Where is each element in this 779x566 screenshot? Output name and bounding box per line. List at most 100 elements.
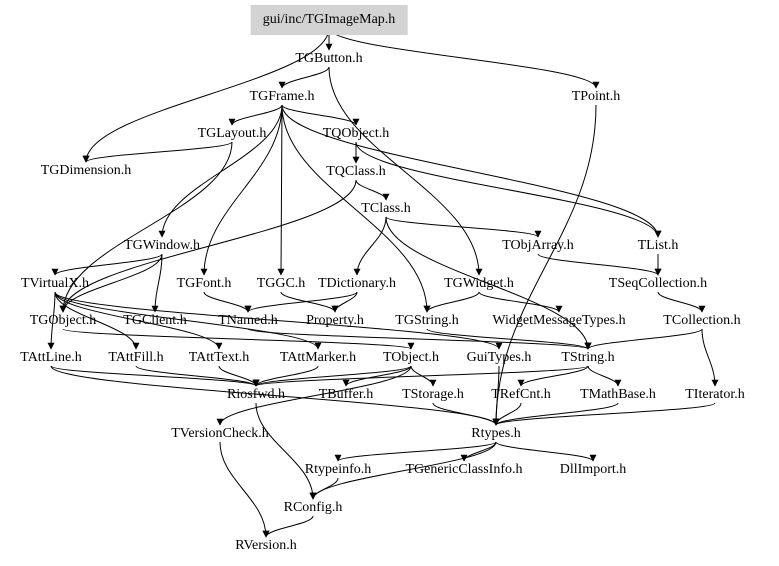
edge-TClass-to-TDictionary [353,216,387,276]
node-TGFrame[interactable]: TGFrame.h [249,89,315,104]
node-TBuffer[interactable]: TBuffer.h [318,387,374,402]
node-TVersionCheck[interactable]: TVersionCheck.h [171,426,269,441]
node-TList[interactable]: TList.h [637,238,679,253]
edge-TVirtualX-to-GuiTypes [54,291,503,350]
node-DllImport[interactable]: DllImport.h [559,462,627,477]
node-TQClass[interactable]: TQClass.h [326,164,386,179]
edge-TGObject-to-TObject [62,328,415,350]
edge-TQObject-to-TList [355,141,662,238]
node-TVirtualX[interactable]: TVirtualX.h [21,276,89,291]
edge-TVirtualX-to-TAttMarker [54,291,322,350]
edge-TGFont-to-TNamed [203,291,252,313]
edge-TGButton-to-TGWidget [328,66,483,276]
node-TQObject[interactable]: TQObject.h [322,126,390,141]
edge-TGWindow-to-TVirtualX [51,253,163,276]
node-TAttFill[interactable]: TAttFill.h [108,350,164,365]
edge-TCollection-to-TIterator [701,328,719,387]
node-TGWindow[interactable]: TGWindow.h [124,238,200,253]
node-TClass[interactable]: TClass.h [361,201,411,216]
node-TCollection[interactable]: TCollection.h [663,313,741,328]
edge-TObject-to-TVersionCheck [216,365,412,426]
node-Riosfwd[interactable]: Riosfwd.h [227,387,285,402]
edge-TGFrame-to-TGWindow [158,104,283,238]
edge-TGFrame-to-TQObject [281,104,360,126]
node-TString[interactable]: TString.h [561,350,615,365]
edge-TGFrame-to-TGGC [277,104,285,276]
edge-TGFrame-to-TList [281,104,662,238]
edge-TQClass-to-TGObject [59,179,357,313]
node-TGGC[interactable]: TGGC.h [256,276,306,291]
edge-TDictionary-to-TNamed [244,291,358,313]
node-TGDimension[interactable]: TGDimension.h [40,163,132,178]
node-TGenericClassInfo[interactable]: TGenericClassInfo.h [405,462,523,477]
node-TObject[interactable]: TObject.h [382,350,440,365]
edge-TObject-to-TBuffer [342,365,412,387]
edge-TString-to-TMathBase [587,365,622,387]
edge-RConfig-to-RVersion [262,515,314,538]
node-TGLayout[interactable]: TGLayout.h [197,126,267,141]
node-TSeqCollection[interactable]: TSeqCollection.h [608,276,708,291]
edge-TGWidget-to-TGString [423,291,480,313]
node-TGWidget[interactable]: TGWidget.h [444,276,514,291]
edge-TVirtualX-to-TAttLine [47,291,56,350]
edge-TStorage-to-Rtypes [432,402,500,426]
node-TAttLine[interactable]: TAttLine.h [20,350,82,365]
node-TRefCnt[interactable]: TRefCnt.h [491,387,551,402]
edge-TAttLine-to-Riosfwd [50,365,260,387]
node-TPoint[interactable]: TPoint.h [571,89,621,104]
node-TNamed[interactable]: TNamed.h [218,313,278,328]
node-TAttText[interactable]: TAttText.h [188,350,250,365]
edge-TString-to-Riosfwd [252,365,589,387]
node-TObjArray[interactable]: TObjArray.h [502,238,574,253]
node-GuiTypes[interactable]: GuiTypes.h [466,350,532,365]
node-TGButton[interactable]: TGButton.h [295,51,363,66]
edge-TGFrame-to-TGFont [200,104,283,276]
node-Rtypes[interactable]: Rtypes.h [471,426,521,441]
edge-TCollection-to-TString [584,328,703,350]
edge-TIterator-to-Rtypes [492,402,716,426]
node-Rtypeinfo[interactable]: Rtypeinfo.h [304,462,372,477]
edge-TGString-to-TString [426,328,592,350]
edge-TObjArray-to-TSeqCollection [537,253,662,276]
edge-TGWidget-to-WidgetMessageTypes [478,291,563,313]
node-Property[interactable]: Property.h [306,313,364,328]
node-WidgetMessageTypes[interactable]: WidgetMessageTypes.h [492,313,626,328]
edge-TGWindow-to-TGClient [151,253,163,313]
node-TGImageMap[interactable]: gui/inc/TGImageMap.h [250,5,408,35]
node-TGClient[interactable]: TGClient.h [123,313,187,328]
edge-TGButton-to-TGFrame [278,66,330,89]
node-RConfig[interactable]: RConfig.h [283,500,343,515]
edge-TGImageMap-to-TPoint [328,27,600,89]
edge-TGLayout-to-TGDimension [82,141,233,163]
edge-TGLayout-to-TGObject [59,141,233,313]
edge-Rtypes-to-TGenericClassInfo [460,441,497,462]
edge-TPoint-to-Rtypes [492,104,597,426]
edge-TObject-to-Riosfwd [252,365,412,387]
node-TGString[interactable]: TGString.h [395,313,459,328]
edge-TString-to-TRefCnt [517,365,589,387]
node-TGFont[interactable]: TGFont.h [176,276,232,291]
edge-TGWindow-to-TGObject [59,253,163,313]
edge-TVersionCheck-to-RVersion [219,441,270,538]
edge-TVirtualX-to-TAttFill [54,291,140,350]
node-TMathBase[interactable]: TMathBase.h [580,387,656,402]
node-TAttMarker[interactable]: TAttMarker.h [279,350,357,365]
node-TStorage[interactable]: TStorage.h [402,387,464,402]
edge-TDictionary-to-Property [331,291,358,313]
edge-TSeqCollection-to-TCollection [657,291,706,313]
edge-TClass-to-TString [385,216,592,350]
edge-TVirtualX-to-TAttText [54,291,223,350]
edge-Rtypeinfo-to-RConfig [309,477,339,500]
node-TIterator[interactable]: TIterator.h [685,387,745,402]
edge-TGImageMap-to-TGDimension [82,27,330,163]
node-TDictionary[interactable]: TDictionary.h [317,276,397,291]
edge-TMathBase-to-Rtypes [492,402,619,426]
node-TGObject[interactable]: TGObject.h [29,313,97,328]
edge-TGFrame-to-TGLayout [228,104,283,126]
edge-TQClass-to-TClass [355,179,390,201]
edge-TAttFill-to-Riosfwd [135,365,260,387]
edge-TGFrame-to-TGString [281,104,431,313]
node-RVersion[interactable]: RVersion.h [235,538,297,553]
